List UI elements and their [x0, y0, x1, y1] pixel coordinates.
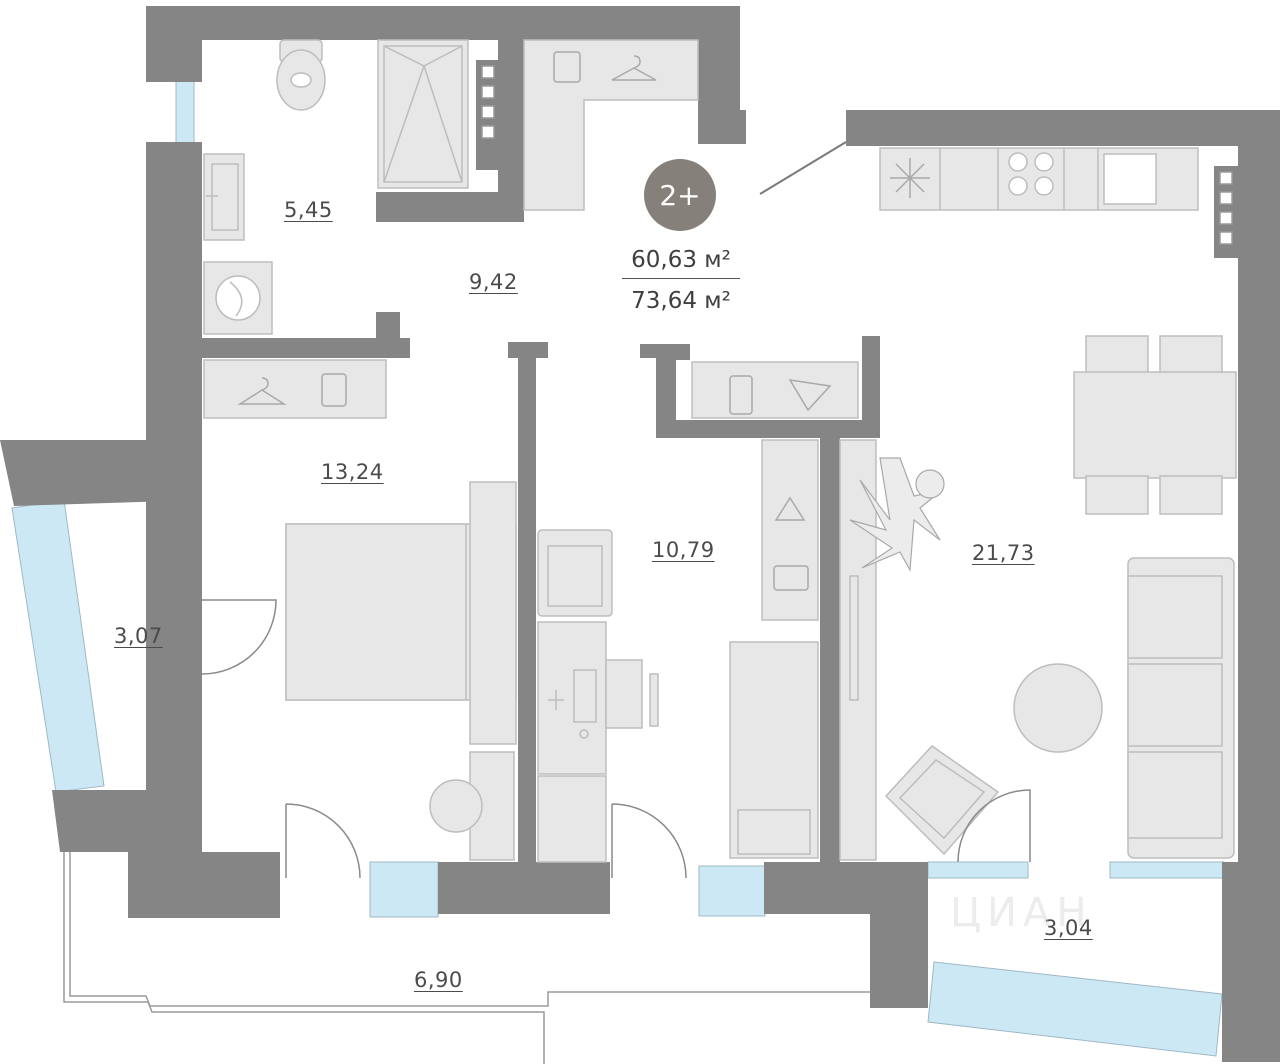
door-living-balcony: [957, 789, 1031, 863]
living-area: 60,63 м²: [631, 247, 731, 273]
coffee-table-icon: [1013, 663, 1103, 753]
doors: [201, 599, 1031, 879]
sink-icon: [203, 153, 245, 241]
room-count-badge: 2+: [644, 159, 716, 231]
radiator-icon: [1214, 166, 1238, 258]
washing-machine-icon: [203, 261, 273, 335]
towel-rail-icon: [476, 60, 498, 170]
room-area-hallway: 9,42: [469, 270, 518, 294]
kitchen-counter: [879, 147, 1199, 211]
room-area-living-kitchen: 21,73: [972, 541, 1035, 565]
sofa-bed-icon: [729, 641, 819, 859]
door-bedroom-balcony: [285, 803, 361, 879]
room-area-balcony-right: 3,04: [1044, 916, 1093, 940]
bedroom-shelf: [469, 481, 517, 745]
desk-icon: [537, 621, 659, 775]
room-area-balcony-left: 3,07: [114, 624, 163, 648]
watermark-text: ЦИАН: [950, 890, 1093, 936]
room-area-balcony-bottom: 6,90: [414, 968, 463, 992]
balcony-outlines: [63, 852, 875, 1064]
room-area-bathroom: 5,45: [284, 198, 333, 222]
tv-stand-icon: [839, 439, 877, 861]
sofa-icon: [1127, 557, 1235, 859]
bedroom-chair-icon: [429, 779, 483, 833]
area-summary: 60,63 м² 73,64 м²: [616, 244, 746, 317]
study-shelf: [537, 775, 607, 863]
armchair-icon: [537, 529, 613, 617]
wardrobe-study: [761, 439, 819, 621]
walls: [0, 6, 1280, 1062]
total-area: 73,64 м²: [631, 288, 731, 314]
door-balcony-left: [201, 599, 277, 675]
shower-icon: [377, 39, 469, 189]
wardrobe-bedroom: [203, 359, 387, 419]
furniture: [203, 39, 1238, 863]
fridge-icon: [890, 158, 930, 198]
wardrobe-top: [523, 39, 699, 211]
room-area-study: 10,79: [652, 538, 715, 562]
door-study-balcony: [611, 803, 687, 879]
room-area-bedroom: 13,24: [321, 460, 384, 484]
toilet-icon: [276, 39, 326, 111]
dining-table-icon: [1073, 335, 1237, 515]
area-divider: [622, 278, 740, 279]
entry-line: [759, 141, 847, 195]
room-count-text: 2+: [659, 178, 701, 212]
living-armchair-icon: [884, 745, 1000, 856]
plant-icon: [849, 457, 945, 573]
wardrobe-hall: [691, 361, 859, 419]
